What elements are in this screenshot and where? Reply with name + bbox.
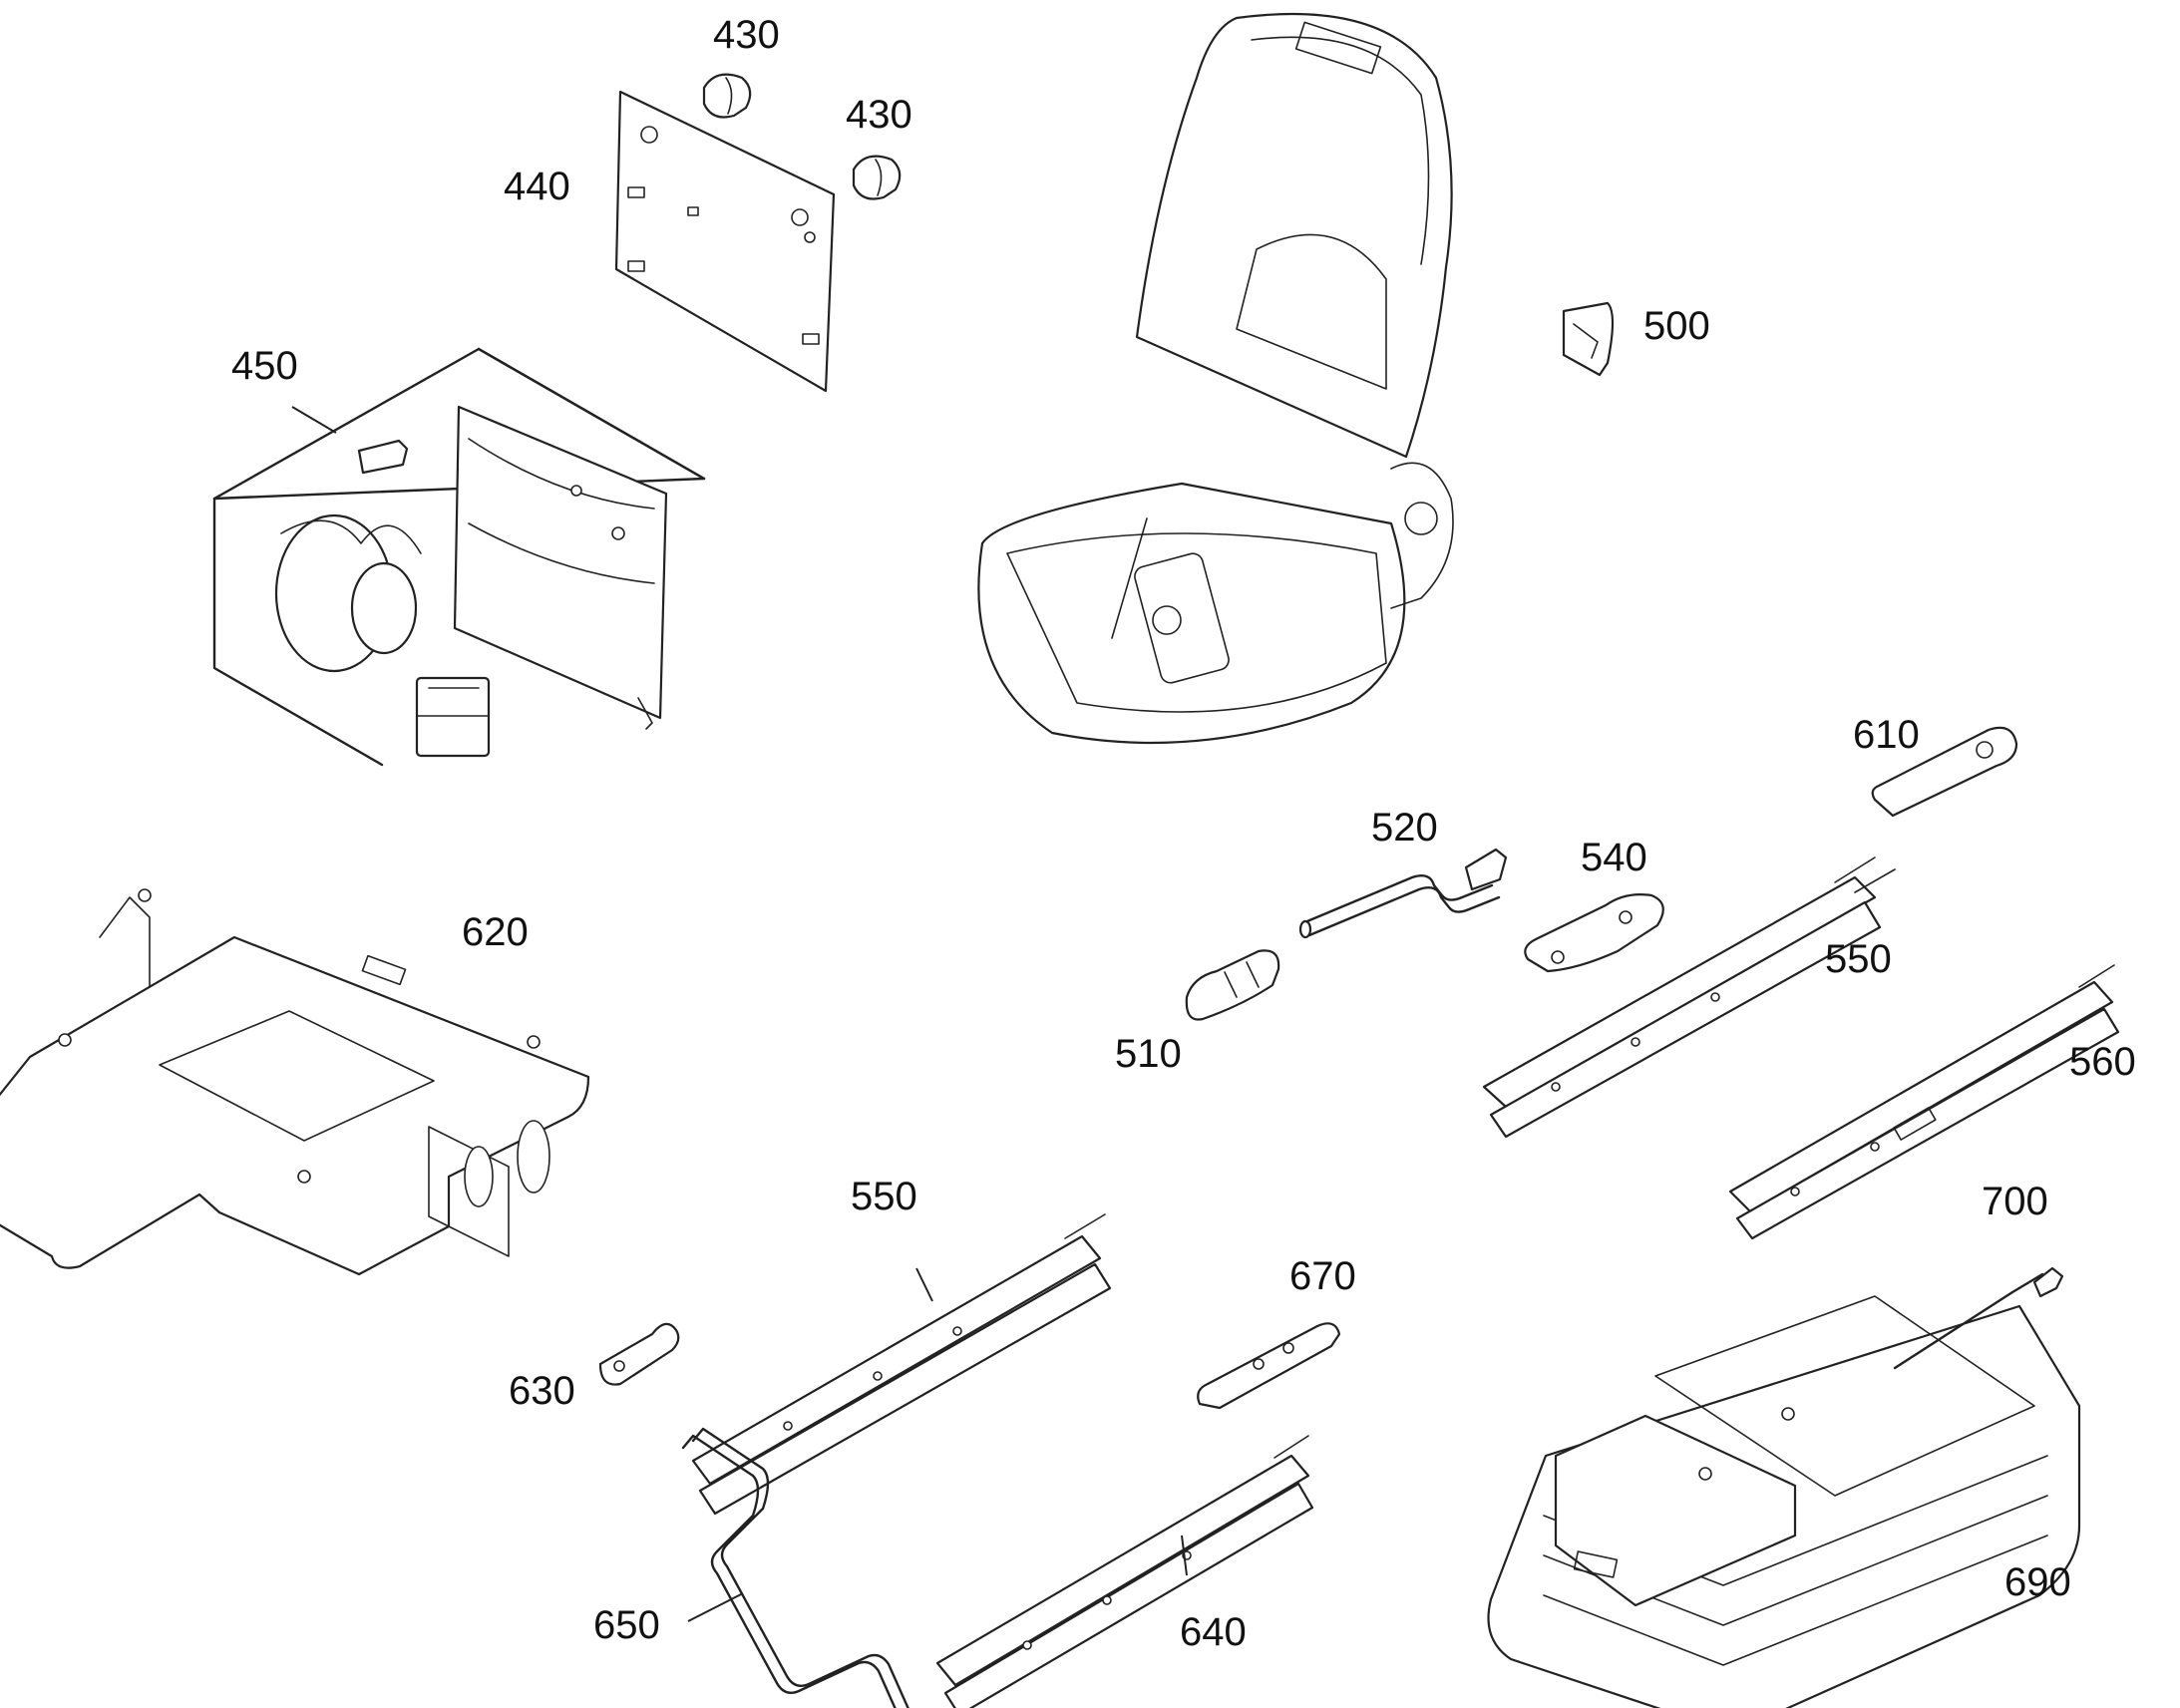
part-430-knob-upper (702, 73, 752, 119)
part-450-kit (212, 347, 706, 767)
label-510: 510 (1115, 1032, 1182, 1076)
label-430-lower: 430 (846, 93, 912, 137)
label-700: 700 (1982, 1180, 2048, 1223)
label-690: 690 (2004, 1560, 2071, 1604)
part-630-clip (598, 1322, 680, 1386)
label-670: 670 (1289, 1254, 1356, 1298)
part-650-rod (681, 1427, 909, 1708)
label-610: 610 (1853, 713, 1920, 757)
label-520: 520 (1371, 806, 1438, 850)
part-540-plate (1524, 893, 1664, 973)
part-560-rail (1728, 964, 2120, 1240)
label-620: 620 (462, 910, 529, 954)
part-430-knob-lower (852, 155, 902, 200)
seat-frame (977, 12, 1454, 745)
part-620-base-frame (0, 888, 590, 1276)
label-630: 630 (509, 1369, 575, 1413)
part-520-rod (1298, 848, 1508, 939)
part-640-rail (935, 1435, 1314, 1708)
label-430-upper: 430 (713, 13, 780, 57)
callout-labels: 430 430 440 450 500 610 520 540 620 550 … (231, 13, 2136, 1654)
part-510-handle (1185, 949, 1280, 1021)
label-650: 650 (593, 1603, 660, 1647)
part-610-latch (1871, 726, 2018, 818)
leader-lines (291, 406, 1188, 1622)
part-550-rail-upper (1482, 856, 1896, 1139)
label-550-upper: 550 (1825, 937, 1892, 981)
label-440: 440 (504, 165, 570, 208)
label-540: 540 (1581, 836, 1647, 879)
part-550-rail-lower (691, 1213, 1112, 1516)
part-500-bracket (1562, 301, 1615, 377)
label-560: 560 (2069, 1040, 2136, 1084)
part-690-suspension (1487, 1295, 2081, 1708)
label-640: 640 (1180, 1610, 1247, 1654)
part-670-plate (1197, 1322, 1341, 1410)
part-700-cable (1893, 1266, 2064, 1370)
label-450: 450 (231, 344, 298, 388)
part-440-back-panel (614, 90, 836, 393)
label-550-lower: 550 (851, 1175, 917, 1218)
label-500: 500 (1643, 304, 1710, 348)
